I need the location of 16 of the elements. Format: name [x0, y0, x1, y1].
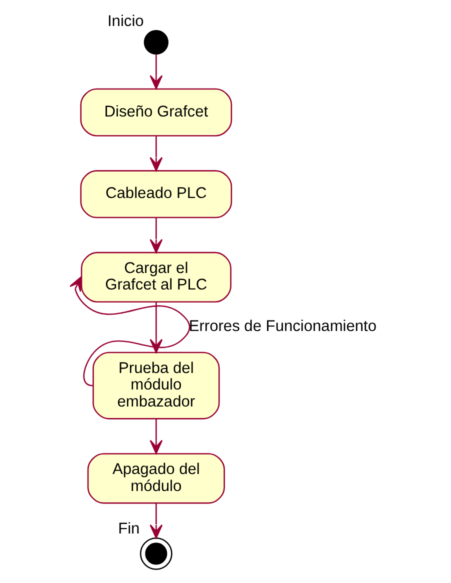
node-circle — [139, 537, 172, 570]
node-box: Cableado PLC — [80, 170, 232, 218]
arrow — [149, 218, 162, 254]
node-box: Apagado del módulo — [86, 453, 224, 504]
node-circle — [143, 30, 168, 55]
arrow — [149, 503, 162, 539]
node-label: Inicio — [106, 13, 144, 30]
node-box: Diseño Grafcet — [80, 88, 232, 136]
edge-label: Errores de Funcionamiento — [188, 318, 376, 336]
arrow — [149, 418, 162, 454]
node-label: Fin — [118, 520, 140, 538]
node-box: Cargar el Grafcet al PLC — [80, 252, 231, 303]
node-box: Prueba del módulo embazador — [92, 352, 220, 420]
arrow — [70, 276, 190, 386]
arrow — [149, 136, 162, 172]
arrow — [149, 54, 162, 90]
